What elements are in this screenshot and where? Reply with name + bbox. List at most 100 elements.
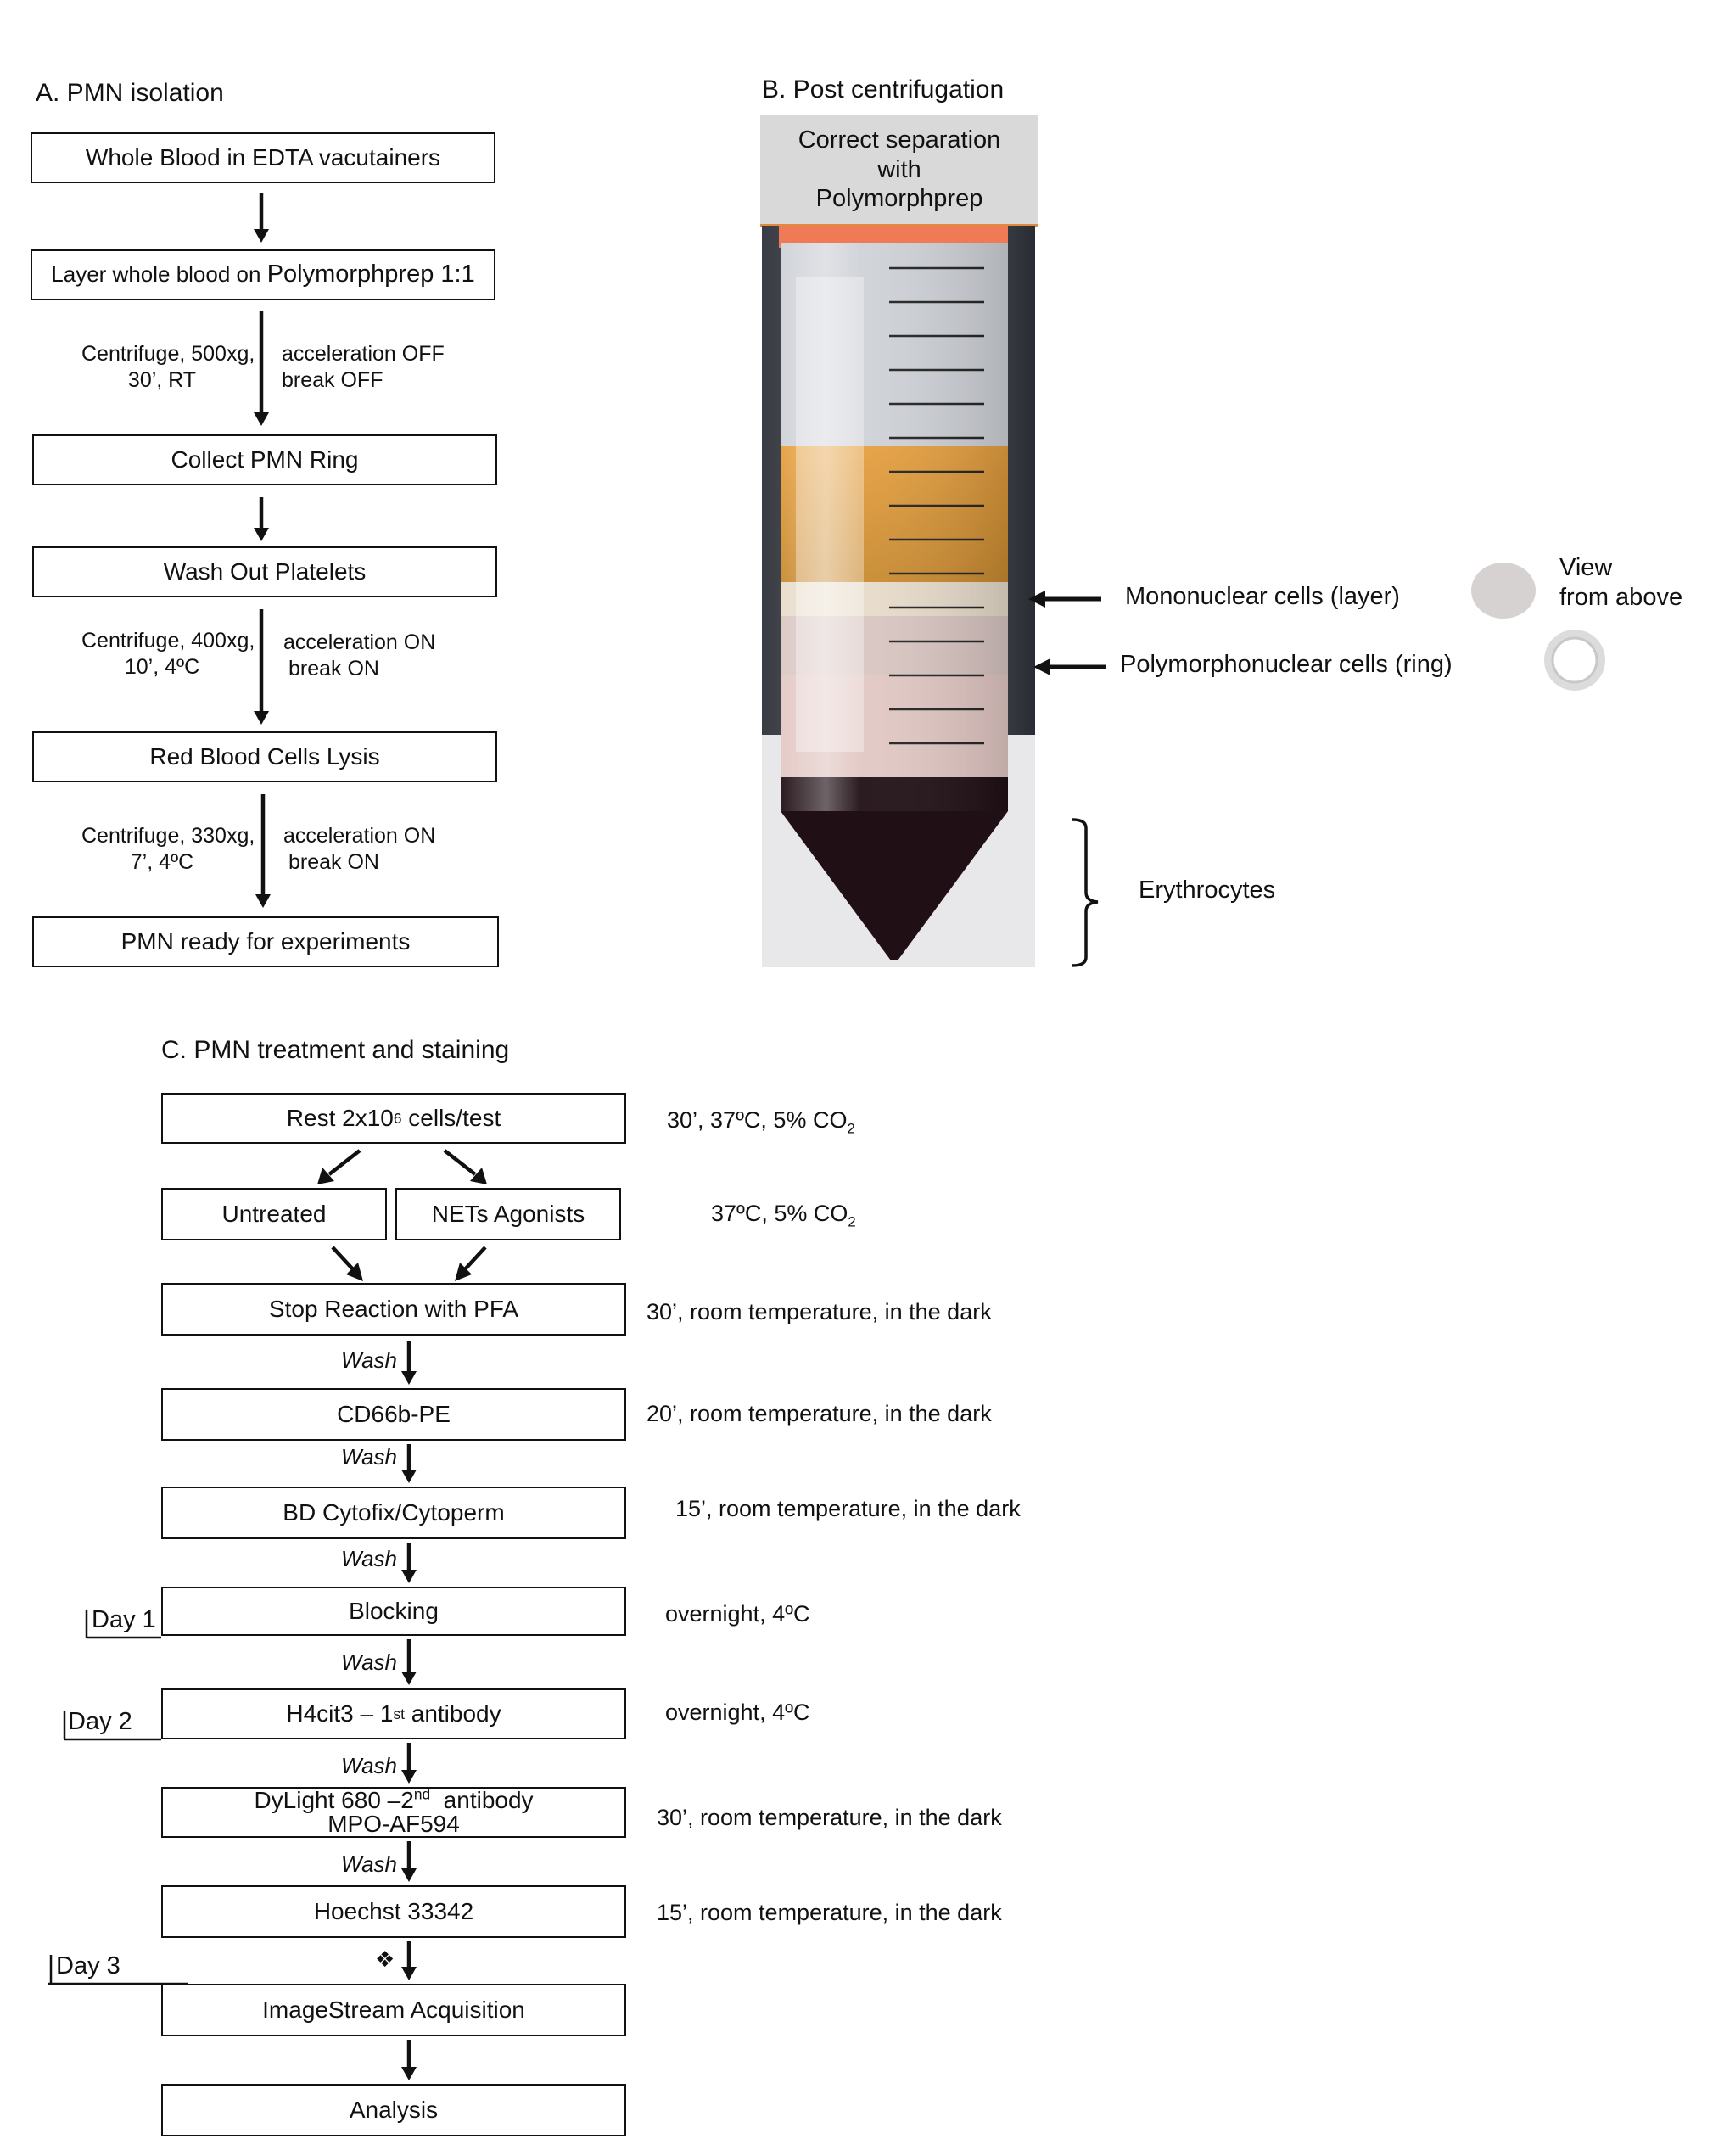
spin3-left-line2: 7’, 4ºC — [130, 850, 194, 875]
spin2-right-line1: acceleration ON — [283, 630, 436, 654]
centrifuge-tube-photo — [762, 226, 1035, 967]
spin1-right-line2: break OFF — [282, 368, 383, 393]
analysis-box: Analysis — [161, 2084, 626, 2136]
stop-condition: 30’, room temperature, in the dark — [647, 1299, 992, 1324]
day-2-label: Day 2 — [68, 1708, 132, 1735]
erythrocytes-bracket — [1072, 818, 1099, 967]
separation-header-line3: Polymorphprep — [815, 185, 983, 213]
imagestream-box: ImageStream Acquisition — [161, 1984, 626, 2036]
day-3-marker — [48, 1955, 188, 1985]
spin3-right: acceleration ON break ON — [283, 823, 435, 876]
nets-agonists-box: NETs Agonists — [395, 1188, 621, 1240]
arrow-rest-untreated — [317, 1149, 361, 1184]
pmn-ring-view-icon — [1544, 630, 1605, 691]
wash-label-4: Wash — [341, 1649, 397, 1675]
arrow-c8 — [401, 2040, 417, 2080]
untreated-box: Untreated — [161, 1188, 387, 1240]
arrow-c1 — [401, 1341, 417, 1385]
arrow-untreated-stop — [331, 1246, 363, 1281]
dylight-pre: DyLight 680 –2 — [254, 1787, 414, 1813]
spin2-left-line1: Centrifuge, 400xg, — [81, 629, 255, 652]
cd66b-condition: 20’, room temperature, in the dark — [647, 1401, 992, 1426]
spin2-left: Centrifuge, 400xg, 10’, 4ºC — [81, 628, 255, 681]
view-from-above-label: View from above — [1559, 553, 1682, 613]
agonists-condition: 37ºC, 5% CO2 — [711, 1200, 856, 1230]
section-a-title: A. PMN isolation — [36, 79, 224, 107]
erythrocytes-label: Erythrocytes — [1139, 876, 1276, 904]
spin1-left-line2: 30’, RT — [127, 368, 197, 393]
b-annotation-marks — [1028, 591, 1106, 967]
mononuclear-label: Mononuclear cells (layer) — [1125, 583, 1400, 610]
arrow-c4 — [401, 1639, 417, 1685]
separation-header-line2: with — [877, 155, 921, 183]
rbc-lysis-box: Red Blood Cells Lysis — [32, 731, 497, 782]
arrow-a4 — [254, 609, 269, 725]
polymorphonuclear-label: Polymorphonuclear cells (ring) — [1120, 651, 1453, 678]
spin3-right-line2: break ON — [288, 850, 379, 875]
arrow-c3 — [401, 1543, 417, 1583]
hoechst-box: Hoechst 33342 — [161, 1885, 626, 1938]
spin1-left: Centrifuge, 500xg, 30’, RT — [81, 341, 255, 395]
arrow-a3 — [254, 497, 269, 541]
spin1-right: acceleration OFF break OFF — [282, 341, 445, 395]
day-2-marker — [63, 1711, 161, 1741]
layer-blood-suffix: Polymorphprep 1:1 — [266, 260, 475, 288]
spin3-right-line1: acceleration ON — [283, 824, 436, 848]
hoechst-condition: 15’, room temperature, in the dark — [657, 1900, 1002, 1925]
blocking-condition: overnight, 4ºC — [665, 1601, 810, 1627]
day-3-label: Day 3 — [56, 1952, 120, 1980]
tube-gloss — [781, 243, 1008, 811]
cd66b-box: CD66b-PE — [161, 1388, 626, 1441]
arrow-c5 — [401, 1743, 417, 1784]
spin3-left: Centrifuge, 330xg, 7’, 4ºC — [81, 823, 255, 876]
layer-blood-prefix: Layer whole blood on — [51, 261, 267, 288]
stop-reaction-box: Stop Reaction with PFA — [161, 1283, 626, 1336]
arrow-rest-agonists — [443, 1149, 487, 1184]
wash-label-6: Wash — [341, 1851, 397, 1877]
erythrocyte-pellet — [781, 777, 1008, 960]
arrow-c2 — [401, 1444, 417, 1483]
arrow-a5 — [255, 794, 271, 908]
view-label-line1: View — [1559, 554, 1613, 581]
arrow-c6 — [401, 1841, 417, 1882]
wash-label-3: Wash — [341, 1546, 397, 1571]
spin1-right-line1: acceleration OFF — [282, 342, 445, 366]
dylight-sup: nd — [413, 1785, 431, 1803]
agonists-condition-sub: 2 — [848, 1213, 856, 1230]
rest-condition: 30’, 37ºC, 5% CO2 — [667, 1106, 855, 1135]
spin3-left-line1: Centrifuge, 330xg, — [81, 824, 255, 848]
dylight-box: DyLight 680 –2nd antibody MPO-AF594 — [161, 1787, 626, 1838]
agonists-condition-text: 37ºC, 5% CO — [711, 1201, 848, 1226]
view-from-above-icons — [1471, 563, 1536, 619]
cytofix-box: BD Cytofix/Cytoperm — [161, 1487, 626, 1539]
spin2-right-line2: break ON — [288, 657, 379, 681]
whole-blood-box: Whole Blood in EDTA vacutainers — [31, 132, 495, 183]
blocking-box: Blocking — [161, 1587, 626, 1636]
collect-pmn-box: Collect PMN Ring — [32, 434, 497, 485]
spin2-right: acceleration ON break ON — [283, 630, 435, 683]
mononuclear-view-disc — [1471, 563, 1536, 619]
view-label-line2: from above — [1559, 583, 1683, 611]
rest-post: cells/test — [401, 1104, 501, 1131]
rest-pre: Rest 2x10 — [286, 1104, 394, 1131]
day-1-label: Day 1 — [92, 1606, 156, 1633]
separation-header: Correct separation with Polymorphprep — [760, 115, 1038, 227]
day-1-marker — [85, 1610, 161, 1639]
wash-platelets-box: Wash Out Platelets — [32, 546, 497, 597]
arrow-a2 — [254, 311, 269, 426]
dylight-condition: 30’, room temperature, in the dark — [657, 1805, 1002, 1830]
layer-blood-box: Layer whole blood on Polymorphprep 1:1 — [31, 249, 495, 300]
arrow-a1 — [254, 193, 269, 243]
cytofix-condition: 15’, room temperature, in the dark — [675, 1496, 1021, 1521]
section-b-title: B. Post centrifugation — [762, 76, 1005, 104]
wash-label-5: Wash — [341, 1753, 397, 1778]
spin1-left-line1: Centrifuge, 500xg, — [81, 342, 255, 366]
wash-label-1: Wash — [341, 1347, 397, 1373]
arrow-agonists-stop — [455, 1246, 487, 1281]
separation-header-line1: Correct separation — [798, 126, 1001, 154]
spin2-left-line2: 10’, 4ºC — [124, 655, 200, 680]
diamond-marker: ❖ — [375, 1946, 395, 1972]
wash-label-2: Wash — [341, 1444, 397, 1470]
